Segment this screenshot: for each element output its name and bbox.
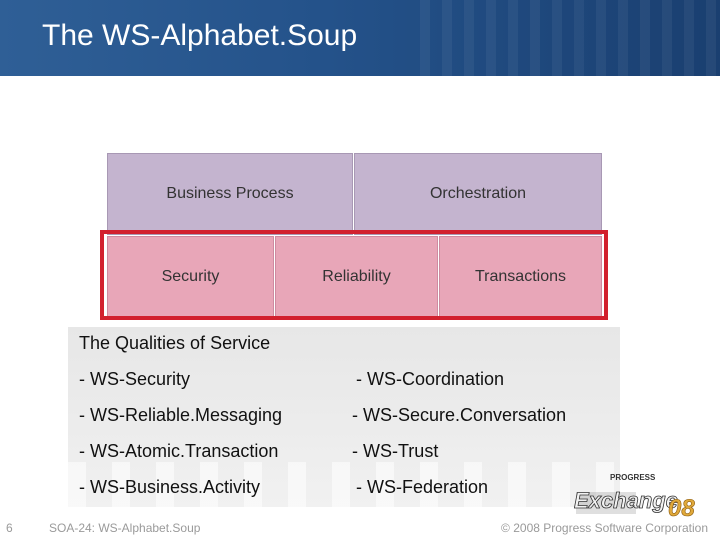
qos-item-ws-secure-conversation: - WS-Secure.Conversation xyxy=(352,405,567,425)
qos-item-ws-trust: - WS-Trust xyxy=(352,441,439,461)
logo-brand-text: PROGRESS xyxy=(610,473,656,482)
logo-event-text: Exchange xyxy=(574,488,678,513)
reliability-label: Reliability xyxy=(322,268,391,285)
qos-heading: The Qualities of Service xyxy=(79,333,271,353)
business-process-box: Business Process xyxy=(107,153,353,235)
slide-title: The WS-Alphabet.Soup xyxy=(42,19,358,52)
qos-item-ws-reliable-messaging: - WS-Reliable.Messaging xyxy=(79,405,283,425)
qos-item-ws-security: - WS-Security xyxy=(79,369,191,389)
title-bar: The WS-Alphabet.Soup xyxy=(0,0,720,76)
security-label: Security xyxy=(161,268,220,285)
transactions-box: Transactions xyxy=(439,236,602,318)
security-box: Security xyxy=(107,236,274,318)
orchestration-box: Orchestration xyxy=(354,153,602,235)
orchestration-label: Orchestration xyxy=(429,185,527,202)
exchange-08-logo: PROGRESS Exchange 08 xyxy=(574,473,696,520)
business-process-label: Business Process xyxy=(166,185,294,202)
highlight-frame xyxy=(100,230,608,320)
qos-item-ws-coordination: - WS-Coordination xyxy=(356,369,505,389)
logo-year-text: 08 xyxy=(668,495,695,520)
qos-item-ws-business-activity: - WS-Business.Activity xyxy=(79,477,261,497)
transactions-label: Transactions xyxy=(475,268,566,285)
qos-item-ws-atomic-transaction: - WS-Atomic.Transaction xyxy=(79,441,279,461)
qos-panel-pattern xyxy=(68,462,620,507)
qos-item-ws-federation: - WS-Federation xyxy=(356,477,489,497)
footer-copyright: © 2008 Progress Software Corporation xyxy=(501,521,708,535)
footer-session-title: SOA-24: WS-Alphabet.Soup xyxy=(49,521,201,535)
reliability-box: Reliability xyxy=(275,236,438,318)
page-number: 6 xyxy=(6,521,13,535)
